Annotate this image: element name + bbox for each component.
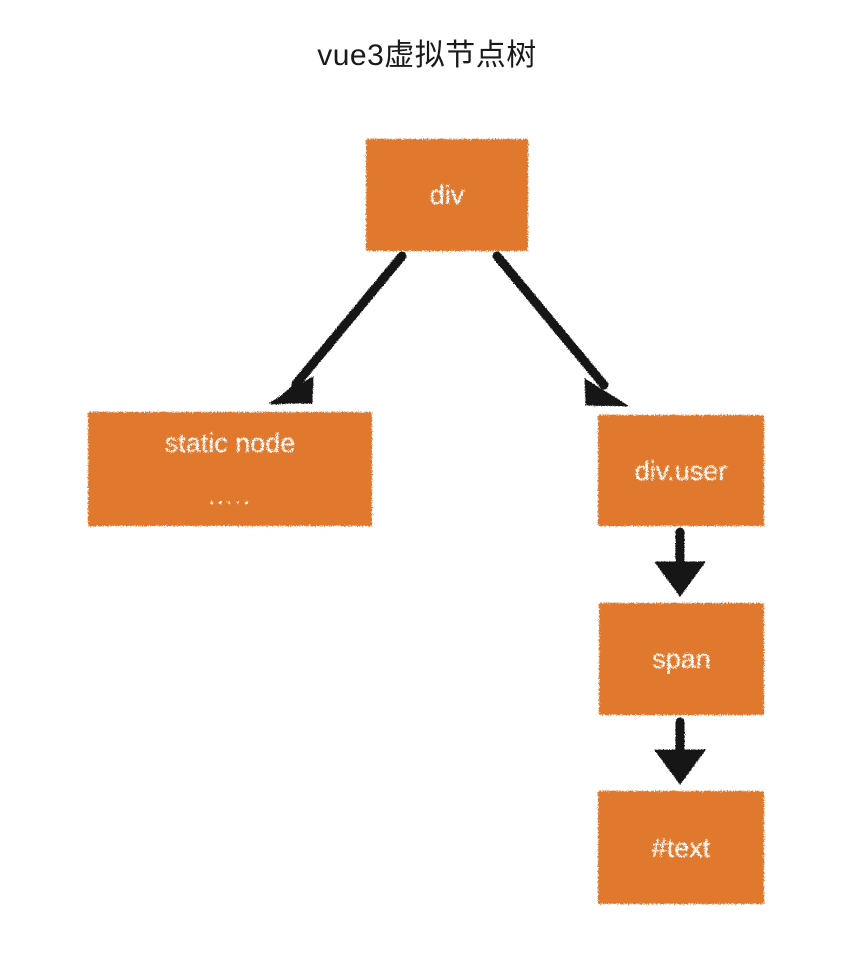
node-text-label: #text — [651, 832, 711, 863]
node-div[interactable]: div — [366, 139, 528, 251]
node-text[interactable]: #text — [598, 791, 764, 904]
node-div-user-label: div.user — [634, 455, 728, 486]
edge-div-to-static-node — [268, 251, 407, 405]
node-span-label: span — [652, 644, 711, 674]
node-static-node-sublabel: ..... — [208, 483, 252, 510]
node-div-user[interactable]: div.user — [598, 415, 764, 526]
node-span[interactable]: span — [599, 603, 764, 715]
page-title: vue3虚拟节点树 — [317, 39, 537, 72]
node-static-node-label: static node — [164, 428, 296, 458]
node-div-label: div — [429, 180, 465, 210]
edge-div-user-to-span — [654, 527, 706, 597]
edge-div-to-div-user — [492, 251, 630, 407]
node-static-node[interactable]: static node ..... — [88, 412, 372, 526]
edge-span-to-text — [654, 717, 706, 785]
